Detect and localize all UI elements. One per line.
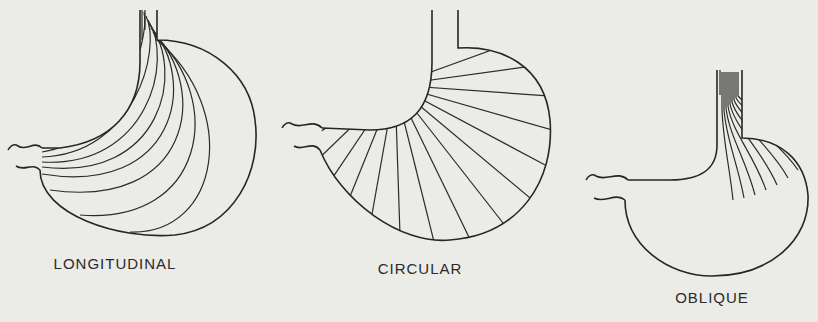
muscle-fiber [42,12,145,152]
circular-fibers [191,3,634,322]
duodenum-stub [586,175,628,180]
oblique-stomach [586,70,812,276]
duodenum-stub [594,197,625,200]
muscle-fiber [736,72,806,160]
figure-label: CIRCULAR [378,261,463,276]
duodenum-stub [282,123,322,128]
duodenum-stub [294,146,320,150]
muscle-fiber [261,85,395,284]
longitudinal-stomach [8,10,256,236]
muscle-fiber [395,3,621,85]
muscle-fiber [130,40,210,232]
muscle-fiber [395,85,403,322]
muscle-fiber [719,70,720,95]
muscle-fiber [222,85,395,252]
oblique-fibers [720,70,812,200]
lesser-curvature [42,10,140,148]
muscle-fiber [395,85,453,318]
muscle-fiber [50,32,183,192]
lesser-curvature [628,70,717,180]
muscle-fiber [42,28,174,177]
duodenum-stub [8,145,42,150]
muscle-fiber [353,85,395,321]
greater-curvature [320,10,550,240]
lesser-curvature [322,10,432,130]
circular-stomach [191,3,634,322]
duodenum-stub [16,166,40,170]
figure-label: LONGITUDINAL [54,256,177,271]
muscle-fiber [734,72,798,170]
muscle-fiber [42,16,150,157]
muscle-fiber [141,10,142,40]
greater-curvature [625,70,808,276]
muscle-fiber [395,85,626,151]
muscle-fiber [395,85,634,102]
muscle-fiber [730,72,777,185]
muscle-fiber [395,85,607,198]
muscle-fiber [144,10,145,30]
muscle-fiber [80,36,195,216]
muscle-fiber [732,72,788,178]
figure-label: OBLIQUE [675,290,749,305]
muscle-fiber [395,85,579,239]
muscle-fiber [42,24,165,168]
muscle-fiber [191,85,395,212]
greater-curvature [40,10,256,236]
